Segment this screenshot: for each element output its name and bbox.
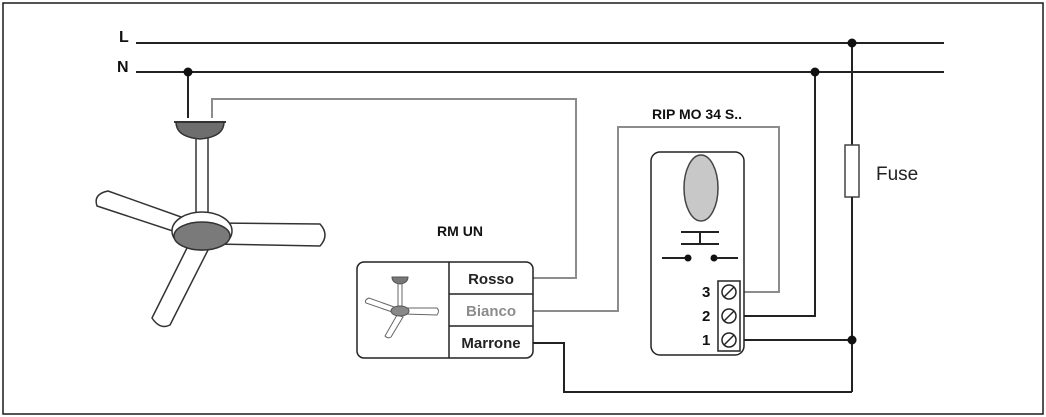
junction-dot <box>847 38 857 48</box>
module-terminal-2-label: 2 <box>702 308 710 325</box>
terminal-rosso: Rosso <box>468 271 514 288</box>
neutral-line-label: N <box>117 59 129 76</box>
wire-marrone-to-live <box>533 342 852 393</box>
controller-title: RM UN <box>437 223 483 239</box>
lamp-icon <box>683 154 719 222</box>
screw-icon <box>721 308 737 324</box>
wire-fan-to-rosso <box>211 98 577 279</box>
pushbutton-icon <box>662 231 738 262</box>
junction-dot <box>183 67 193 77</box>
screw-icon <box>721 332 737 348</box>
wire-neutral-to-terminal-2 <box>740 72 816 317</box>
terminal-bianco: Bianco <box>466 303 516 320</box>
fuse-label: Fuse <box>876 164 918 185</box>
junction-dot <box>810 67 820 77</box>
junction-dot <box>847 335 857 345</box>
wire-bianco-to-terminal-3 <box>533 126 780 312</box>
terminal-marrone: Marrone <box>461 335 520 352</box>
live-line-label: L <box>119 29 129 46</box>
module-terminal-1-label: 1 <box>702 332 710 349</box>
module-title: RIP MO 34 S.. <box>652 106 742 122</box>
mini-fan-icon <box>364 276 439 339</box>
fuse <box>844 144 860 198</box>
module-terminal-3-label: 3 <box>702 284 710 301</box>
ceiling-fan-icon <box>95 121 326 328</box>
screw-icon <box>721 284 737 300</box>
